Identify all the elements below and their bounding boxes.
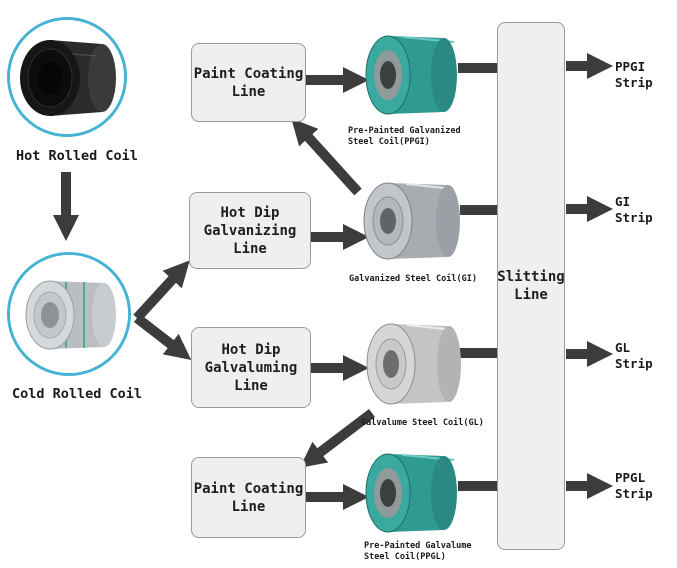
arrow-cold-to-galvaluming bbox=[133, 314, 192, 360]
connector-ppgl-to-slitting bbox=[458, 481, 498, 491]
arrow-gi-to-paint-top bbox=[291, 118, 362, 196]
gl-coil-icon bbox=[366, 323, 461, 405]
arrow-cold-to-galvanizing bbox=[133, 260, 190, 322]
gl-coil-label: Galvalume Steel Coil(GL) bbox=[361, 418, 484, 428]
gi-coil-label: Galvanized Steel Coil(GI) bbox=[349, 274, 477, 284]
connector-ppgi-to-slitting bbox=[458, 63, 498, 73]
hot-rolled-coil-image bbox=[7, 17, 127, 137]
paint-coating-line-bottom: Paint Coating Line bbox=[191, 457, 306, 538]
gi-strip-label: GI Strip bbox=[615, 194, 653, 225]
arrow-gl-to-paint-bottom bbox=[299, 409, 376, 468]
silver-coil-icon bbox=[10, 255, 128, 373]
paint-coating-line-top: Paint Coating Line bbox=[191, 43, 306, 122]
black-coil-icon bbox=[10, 20, 124, 134]
ppgl-coil-icon bbox=[365, 453, 457, 533]
cold-rolled-coil-label: Cold Rolled Coil bbox=[12, 386, 143, 402]
gi-coil-icon bbox=[363, 182, 460, 260]
connector-gl-to-slitting bbox=[460, 348, 498, 358]
hot-rolled-coil-label: Hot Rolled Coil bbox=[16, 148, 138, 164]
slitting-line: Slitting Line bbox=[497, 22, 565, 550]
ppgl-strip-label: PPGL Strip bbox=[615, 470, 653, 501]
hot-dip-galvaluming-line: Hot Dip Galvaluming Line bbox=[191, 327, 311, 408]
ppgi-coil-label: Pre-Painted Galvanized Steel Coil(PPGI) bbox=[348, 126, 461, 147]
ppgl-coil-label: Pre-Painted Galvalume Steel Coil(PPGL) bbox=[364, 541, 472, 562]
ppgi-coil-icon bbox=[365, 35, 457, 115]
gl-strip-label: GL Strip bbox=[615, 340, 653, 371]
connector-gi-to-slitting bbox=[460, 205, 498, 215]
ppgi-strip-label: PPGI Strip bbox=[615, 59, 653, 90]
cold-rolled-coil-image bbox=[7, 252, 131, 376]
hot-dip-galvanizing-line: Hot Dip Galvanizing Line bbox=[189, 192, 311, 269]
